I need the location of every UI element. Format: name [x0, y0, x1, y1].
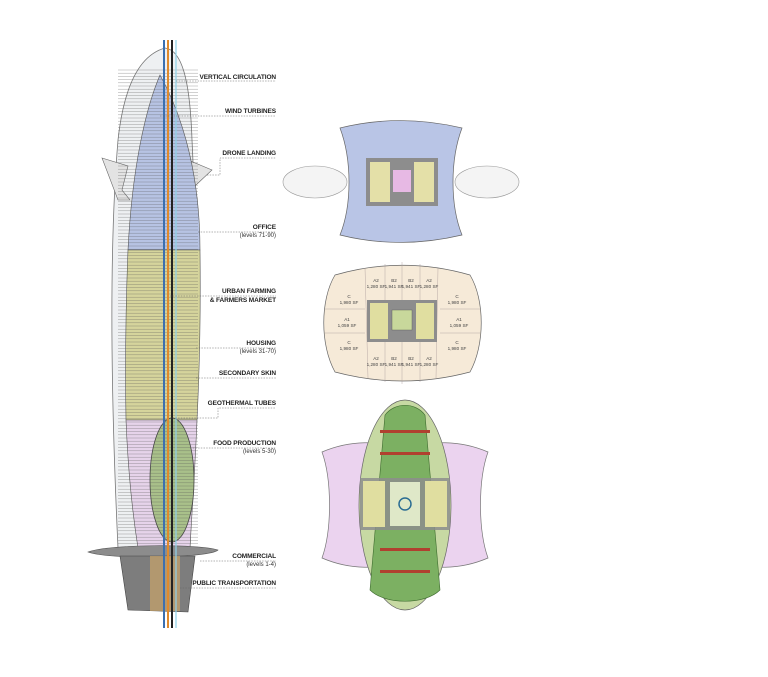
label-public-transportation: PUBLIC TRANSPORTATION — [192, 580, 276, 587]
unit-area-label: 1,980 SF — [340, 346, 359, 351]
office-floor-plan — [282, 120, 520, 243]
unit-area-label: 1,941 SF — [402, 284, 421, 289]
unit-area-label: 1,941 SF — [385, 284, 404, 289]
unit-type-label: A1 — [344, 317, 350, 322]
unit-type-label: C — [455, 340, 459, 345]
planter-band — [380, 430, 430, 433]
unit-area-label: 1,280 SF — [420, 284, 439, 289]
planter-band — [380, 570, 430, 573]
planter-band — [380, 548, 430, 551]
farming-floor-plan — [321, 399, 489, 611]
unit-area-label: 1,059 SF — [338, 323, 357, 328]
tower-section — [87, 40, 219, 628]
label-office: OFFICE — [252, 224, 276, 231]
label-geothermal-tubes: GEOTHERMAL TUBES — [207, 400, 276, 407]
unit-type-label: B2 — [408, 356, 414, 361]
unit-type-label: B2 — [391, 356, 397, 361]
label-farmers-market: & FARMERS MARKET — [209, 297, 276, 304]
label-office-levels: (levels 71-90) — [239, 233, 276, 239]
label-food-production: FOOD PRODUCTION — [213, 440, 276, 447]
unit-type-label: C — [347, 294, 351, 299]
label-vertical-circulation: VERTICAL CIRCULATION — [199, 74, 277, 81]
unit-type-label: A2 — [426, 278, 432, 283]
label-housing-levels: (levels 31-70) — [239, 349, 276, 355]
unit-type-label: A2 — [373, 356, 379, 361]
unit-area-label: 1,280 SF — [367, 362, 386, 367]
label-commercial-levels: (levels 1-4) — [246, 562, 276, 568]
unit-type-label: C — [347, 340, 351, 345]
unit-area-label: 1,059 SF — [450, 323, 469, 328]
unit-type-label: A2 — [426, 356, 432, 361]
label-secondary-skin: SECONDARY SKIN — [218, 370, 276, 377]
label-wind-turbines: WIND TURBINES — [224, 108, 276, 115]
unit-type-label: B2 — [408, 278, 414, 283]
unit-area-label: 1,280 SF — [420, 362, 439, 367]
leader-lines — [160, 80, 276, 589]
unit-area-label: 1,980 SF — [448, 346, 467, 351]
unit-area-label: 1,980 SF — [340, 300, 359, 305]
unit-type-label: C — [455, 294, 459, 299]
label-commercial: COMMERCIAL — [232, 553, 276, 560]
label-drone-landing: DRONE LANDING — [222, 150, 276, 157]
label-housing: HOUSING — [246, 340, 276, 347]
planter-band — [380, 452, 430, 455]
unit-type-label: B2 — [391, 278, 397, 283]
unit-area-label: 1,941 SF — [385, 362, 404, 367]
unit-area-label: 1,980 SF — [448, 300, 467, 305]
label-food-levels: (levels 5-30) — [242, 449, 276, 455]
unit-type-label: A1 — [456, 317, 462, 322]
label-urban-farming: URBAN FARMING — [222, 288, 276, 295]
unit-type-label: A2 — [373, 278, 379, 283]
unit-area-label: 1,941 SF — [402, 362, 421, 367]
unit-area-label: 1,280 SF — [367, 284, 386, 289]
